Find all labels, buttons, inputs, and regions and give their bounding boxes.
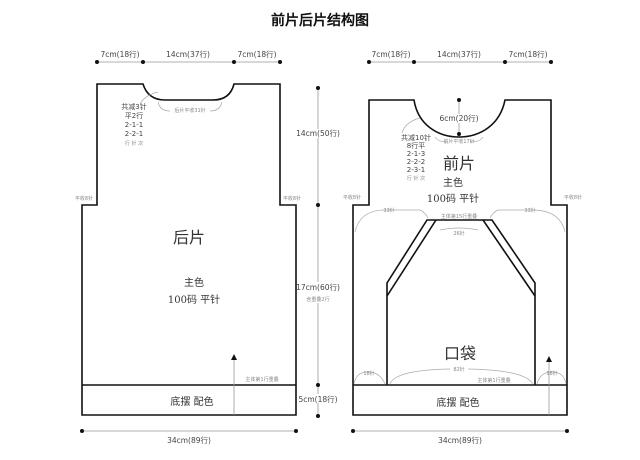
- front-neck-depth: 6cm(20行): [439, 113, 478, 123]
- front-top-dim-center: 14cm(37行): [437, 49, 481, 59]
- back-side-right: 平收8针: [283, 195, 301, 202]
- pocket-side-left: 33针: [383, 207, 394, 214]
- pocket-side-right: 33针: [524, 207, 535, 214]
- front-neck-notes: 共减10针 8行平 2-1-3 2-2-2 2-3-1 行 针 次: [401, 133, 431, 182]
- svg-text:平2行: 平2行: [125, 111, 143, 120]
- svg-text:2-2-1: 2-2-1: [125, 130, 143, 138]
- back-height-upper: 14cm(50行): [296, 128, 340, 138]
- pocket: 33针 33针 主体第15行重叠 26针 口袋 82针 18针 18针: [353, 207, 567, 385]
- back-side-left: 平收8针: [75, 195, 93, 202]
- hem-side-right: 18针: [546, 370, 557, 377]
- pocket-top-stitches: 26针: [453, 230, 464, 237]
- svg-text:2-3-1: 2-3-1: [407, 166, 425, 174]
- front-side-right: 平收8针: [564, 194, 582, 201]
- front-width: 34cm(89行): [438, 435, 482, 445]
- front-side-left: 平收8针: [343, 194, 361, 201]
- hem-side-left: 18针: [363, 370, 374, 377]
- front-piece-name: 前片: [443, 154, 475, 173]
- back-top-dim-right: 7cm(18行): [237, 49, 276, 59]
- svg-text:共减10针: 共减10针: [401, 133, 431, 142]
- back-height-hem: 5cm(18行): [298, 394, 337, 404]
- back-top-dim-center: 14cm(37行): [166, 49, 210, 59]
- back-height-middle: 17cm(60行): [296, 282, 340, 292]
- front-top-dim-right: 7cm(18行): [508, 49, 547, 59]
- front-overlap-label: 主体第1行重叠: [477, 377, 510, 384]
- pocket-label: 口袋: [444, 344, 476, 363]
- svg-text:2-2-2: 2-2-2: [407, 158, 425, 166]
- svg-text:2-1-1: 2-1-1: [125, 121, 143, 129]
- front-outline: [352, 99, 568, 416]
- back-color: 主色: [184, 276, 204, 289]
- svg-text:行 针 次: 行 针 次: [125, 140, 143, 147]
- pocket-outline: [386, 219, 536, 385]
- svg-text:共减3针: 共减3针: [121, 102, 146, 111]
- diagram-title: 前片后片结构图: [271, 12, 369, 29]
- back-hem-label: 底摆 配色: [170, 395, 213, 408]
- pocket-band: [386, 219, 536, 297]
- back-outline: [81, 83, 297, 416]
- front-yarn: 100码 平针: [427, 192, 479, 205]
- back-yarn: 100码 平针: [168, 293, 220, 306]
- pocket-bottom-stitches: 82针: [453, 366, 464, 373]
- front-piece: 7cm(18行) 14cm(37行) 7cm(18行) 6cm(20行) 前片平…: [343, 49, 582, 445]
- back-neck-notes: 共减3针 平2行 2-1-1 2-2-1 行 针 次: [121, 102, 146, 147]
- back-piece: 7cm(18行) 14cm(37行) 7cm(18行) 后片平收31针 共减3针…: [75, 49, 340, 445]
- front-color: 主色: [443, 176, 463, 189]
- back-overlap-label: 主体第1行重叠: [245, 376, 278, 383]
- svg-text:8行平: 8行平: [407, 141, 425, 150]
- back-top-dim-left: 7cm(18行): [100, 49, 139, 59]
- svg-text:行 针 次: 行 针 次: [407, 175, 425, 182]
- back-width: 34cm(89行): [167, 435, 211, 445]
- pocket-overlap-label: 主体第15行重叠: [441, 213, 477, 220]
- front-top-dim-left: 7cm(18行): [371, 49, 410, 59]
- back-height-middle-note: 含重叠2行: [306, 296, 329, 303]
- back-neck-label: 后片平收31针: [174, 107, 205, 114]
- svg-text:2-1-3: 2-1-3: [407, 150, 425, 158]
- front-hem-label: 底摆 配色: [436, 396, 479, 409]
- back-piece-name: 后片: [173, 228, 205, 247]
- front-neck-label: 前片平收17针: [443, 138, 474, 145]
